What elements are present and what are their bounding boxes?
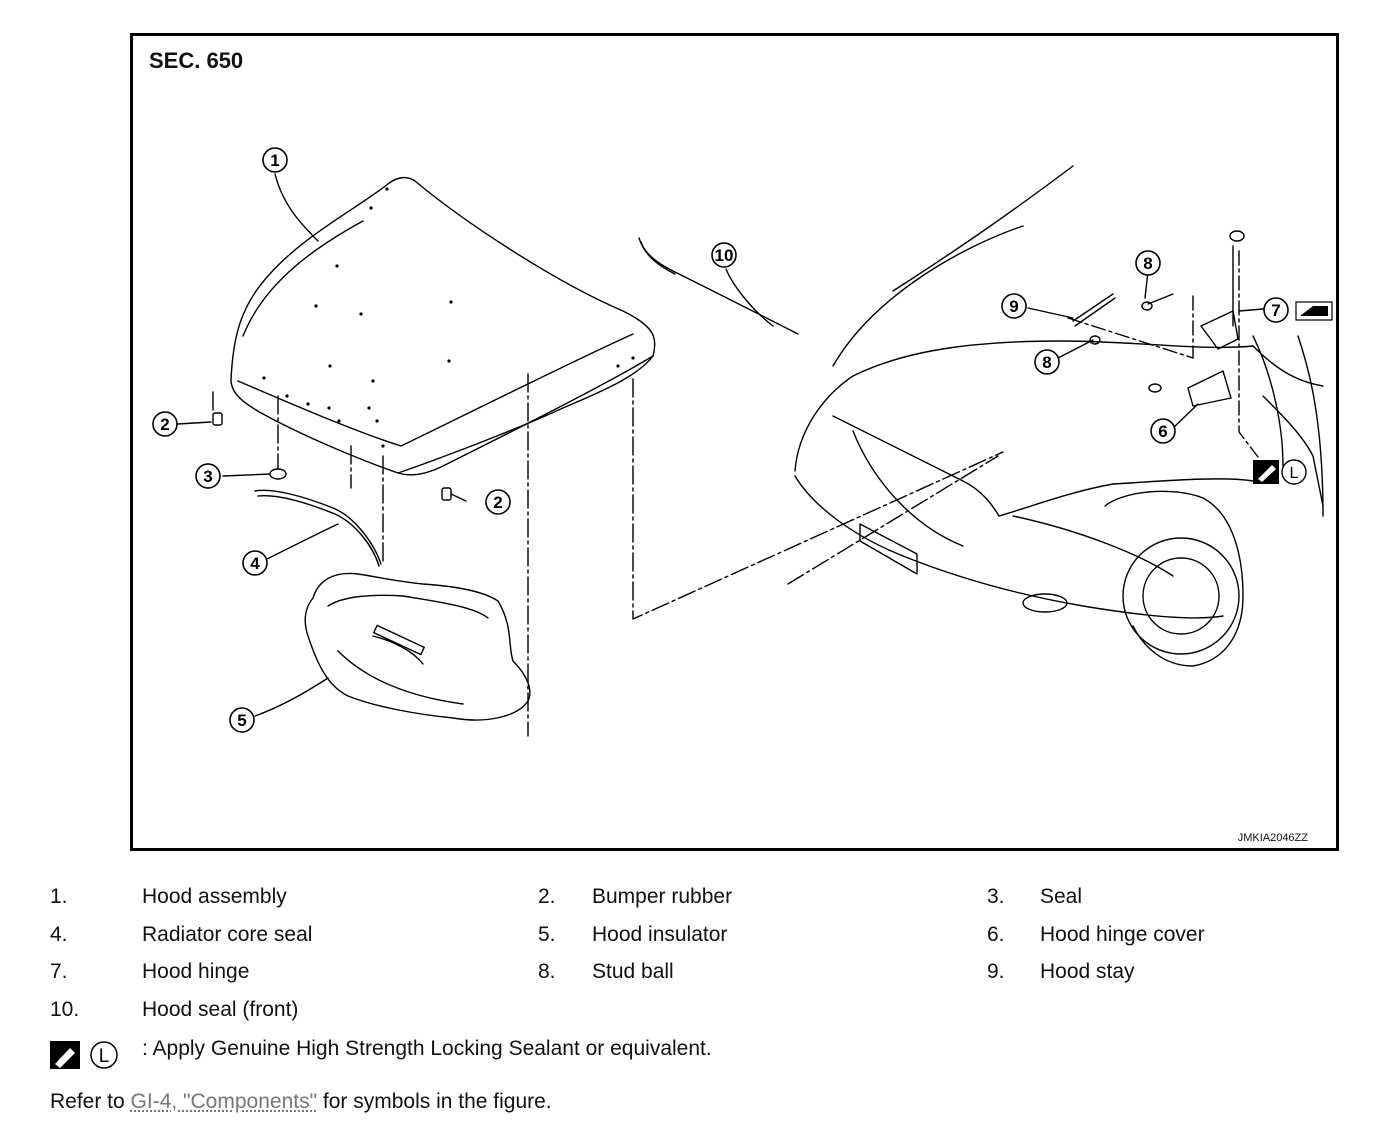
callout-2a: 2: [152, 411, 178, 437]
legend-label: Hood insulator: [592, 923, 728, 946]
legend-number: 4.: [50, 923, 68, 946]
legend-label: Bumper rubber: [592, 885, 733, 908]
legend-number: 2.: [538, 885, 556, 908]
callout-1: 1: [262, 147, 288, 173]
svg-text:L: L: [1290, 465, 1299, 482]
sealant-note-text: : Apply Genuine High Strength Locking Se…: [142, 1037, 712, 1060]
legend-row: 10. Hood seal (front): [50, 998, 1380, 1028]
svg-text:2: 2: [493, 493, 502, 512]
legend-label: Seal: [1040, 885, 1083, 908]
figure-code: JMKIA2046ZZ: [1237, 832, 1308, 844]
legend-label: Hood assembly: [142, 885, 287, 908]
legend-row: 7. Hood hinge 8. Stud ball 9. Hood stay: [50, 960, 1380, 990]
section-label: SEC. 650: [149, 48, 244, 73]
insulator-outline: [304, 572, 531, 721]
svg-text:L: L: [99, 1046, 110, 1067]
legend-number: 6.: [987, 923, 1005, 946]
legend-number: 3.: [987, 885, 1005, 908]
svg-text:10: 10: [715, 246, 734, 265]
svg-text:3: 3: [203, 467, 212, 486]
refer-prefix: Refer to: [50, 1090, 131, 1113]
components-link[interactable]: GI-4, "Components": [130, 1090, 318, 1113]
hood-crease: [237, 333, 634, 447]
svg-text:6: 6: [1158, 422, 1167, 441]
legend-number: 8.: [538, 960, 556, 983]
sealant-symbol-icon: L: [50, 1041, 118, 1069]
legend-label: Stud ball: [592, 960, 674, 983]
callouts: 1 2 2 3 4 5 6 7 8 8 9 10: [152, 147, 1289, 733]
legend-number: 5.: [538, 923, 556, 946]
legend-label: Hood seal (front): [142, 998, 299, 1021]
legend-number: 9.: [987, 960, 1005, 983]
sealant-icon: L: [1253, 459, 1307, 485]
legend-number: 7.: [50, 960, 68, 983]
callout-4: 4: [242, 550, 268, 576]
legend-row: 1. Hood assembly 2. Bumper rubber 3. Sea…: [50, 885, 1380, 915]
legend-label: Hood hinge: [142, 960, 250, 983]
callout-2b: 2: [485, 489, 511, 515]
callout-5: 5: [229, 707, 255, 733]
svg-text:7: 7: [1271, 301, 1280, 320]
callout-8a: 8: [1135, 250, 1161, 276]
hood-outline: [230, 176, 656, 476]
figure-frame: SEC. 650: [130, 33, 1339, 851]
callout-3: 3: [195, 463, 221, 489]
svg-text:8: 8: [1042, 353, 1051, 372]
legend-number: 10.: [50, 998, 80, 1021]
callout-10: 10: [711, 242, 737, 268]
legend-row: 4. Radiator core seal 5. Hood insulator …: [50, 923, 1380, 953]
legend-number: 1.: [50, 885, 68, 908]
legend-label: Hood hinge cover: [1040, 923, 1205, 946]
svg-text:4: 4: [250, 554, 260, 573]
svg-text:2: 2: [160, 415, 169, 434]
callout-8b: 8: [1034, 349, 1060, 375]
svg-text:5: 5: [237, 711, 246, 730]
refer-suffix: for symbols in the figure.: [317, 1090, 552, 1113]
callout-6: 6: [1150, 418, 1176, 444]
svg-text:1: 1: [270, 151, 279, 170]
hood-front-edge: [397, 355, 654, 474]
refer-line: Refer to GI-4, "Components" for symbols …: [50, 1090, 552, 1114]
callout-7: 7: [1263, 297, 1289, 323]
callout-9: 9: [1001, 293, 1027, 319]
legend-label: Hood stay: [1040, 960, 1135, 983]
torque-icon: [1295, 301, 1333, 321]
svg-text:9: 9: [1009, 297, 1018, 316]
exploded-diagram: 1 2 2 3 4 5 6 7 8 8 9 10 L: [152, 147, 1333, 737]
vehicle-body: [892, 165, 1074, 292]
svg-text:8: 8: [1143, 254, 1152, 273]
legend-label: Radiator core seal: [142, 923, 313, 946]
